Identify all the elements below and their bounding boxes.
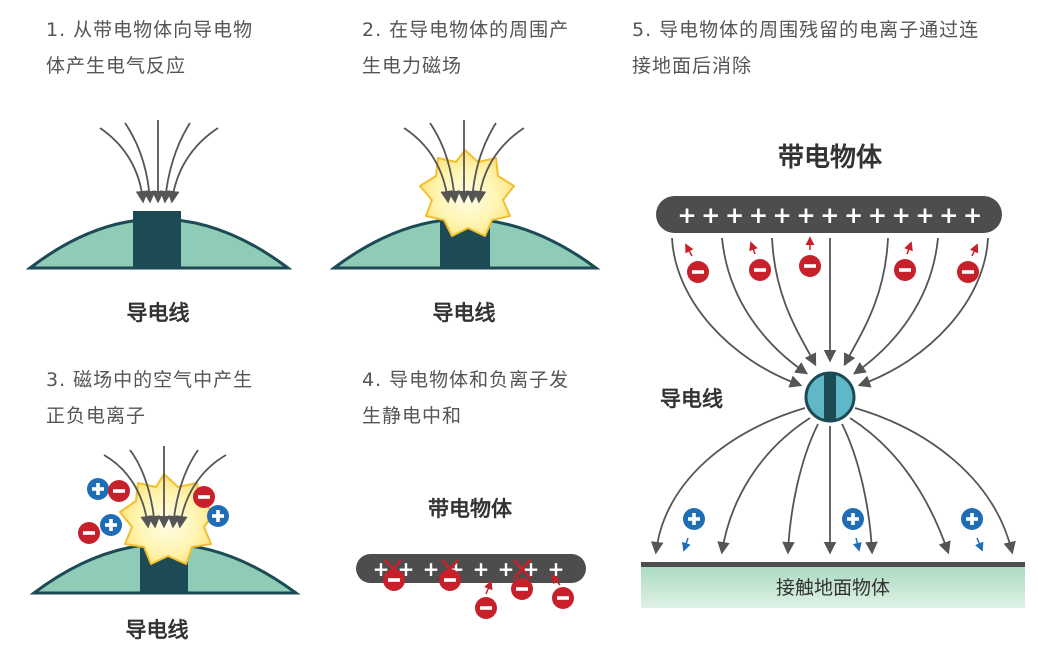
panel5-positive-ion-arrows	[682, 537, 984, 552]
plus-charge: +	[844, 203, 863, 229]
plus-charge: +	[701, 203, 720, 229]
step3-title-line1: 3. 磁场中的空气中产生	[46, 369, 254, 391]
step5-title-line1: 5. 导电物体的周围残留的电离子通过连	[632, 19, 980, 41]
minus-ion	[957, 261, 979, 283]
plus-charge: +	[749, 203, 768, 229]
minus-ion	[108, 480, 130, 502]
plus-ion	[100, 514, 122, 536]
plus-charge: +	[963, 203, 982, 229]
minus-ion	[475, 597, 497, 619]
plus-ion	[207, 505, 229, 527]
step2-title-line1: 2. 在导电物体的周围产	[362, 19, 570, 41]
step4-title: 4. 导电物体和负离子发 生静电中和	[362, 362, 569, 434]
panel1-conductor-label: 导电线	[127, 301, 190, 325]
plus-charge: +	[773, 203, 792, 229]
panel5-ground-edge	[641, 562, 1025, 567]
plus-charge: +	[939, 203, 958, 229]
minus-ion	[193, 486, 215, 508]
panel4-ion-arrows	[484, 574, 561, 595]
plus-charge: +	[548, 557, 565, 581]
panel5-upper-field-lines	[671, 237, 989, 388]
plus-ion	[961, 508, 983, 530]
minus-ion	[383, 569, 405, 591]
step5-title-line2: 接地面后消除	[632, 55, 753, 77]
plus-charge: +	[796, 203, 815, 229]
plus-ion	[842, 508, 864, 530]
plus-charge: +	[725, 203, 744, 229]
plus-charge: +	[820, 203, 839, 229]
panel5-negative-ion-arrows	[685, 236, 979, 257]
minus-ion	[78, 522, 100, 544]
panel2-field-arrows	[403, 120, 525, 204]
panel5-plus-charges: +++++++++++++	[677, 203, 982, 229]
step2-title: 2. 在导电物体的周围产 生电力磁场	[362, 12, 569, 84]
step3-title: 3. 磁场中的空气中产生 正负电离子	[46, 362, 253, 434]
step1-title: 1. 从带电物体向导电物 体产生电气反应	[46, 12, 253, 84]
plus-charge: +	[523, 557, 540, 581]
minus-ion	[749, 259, 771, 281]
plus-charge: +	[423, 557, 440, 581]
minus-ion	[511, 578, 533, 600]
plus-charge: +	[915, 203, 934, 229]
panel1-conductor	[25, 211, 293, 270]
panel5-ground-label: 接触地面物体	[776, 577, 890, 599]
minus-ion	[799, 255, 821, 277]
minus-ion	[552, 587, 574, 609]
step1-title-line2: 体产生电气反应	[46, 55, 187, 77]
panel3-conductor-label: 导电线	[126, 618, 189, 642]
panel2-conductor-label: 导电线	[433, 301, 496, 325]
minus-ion	[439, 569, 461, 591]
plus-charge: +	[677, 203, 696, 229]
plus-ion	[683, 508, 705, 530]
step4-title-line2: 生静电中和	[362, 405, 463, 427]
panel5-lower-field-lines	[651, 407, 1016, 555]
panel1-field-arrows	[99, 120, 219, 204]
panel4-charged-object-label: 带电物体	[428, 497, 513, 521]
minus-ion	[687, 261, 709, 283]
step3-title-line2: 正负电离子	[46, 405, 147, 427]
plus-charge: +	[498, 557, 515, 581]
plus-charge: +	[473, 557, 490, 581]
panel5-charged-object-label: 带电物体	[778, 143, 883, 173]
panel5-conductor-label: 导电线	[660, 387, 723, 411]
plus-charge: +	[868, 203, 887, 229]
step1-title-line1: 1. 从带电物体向导电物	[46, 19, 254, 41]
plus-ion	[87, 478, 109, 500]
step4-title-line1: 4. 导电物体和负离子发	[362, 369, 570, 391]
step5-title: 5. 导电物体的周围残留的电离子通过连 接地面后消除	[632, 12, 979, 84]
plus-charge: +	[892, 203, 911, 229]
panel3-field-arrows	[103, 446, 227, 529]
panel5-conductor-crosssection	[804, 371, 856, 423]
minus-ion	[894, 259, 916, 281]
step2-title-line2: 生电力磁场	[362, 55, 463, 77]
panel5-charged-bar	[656, 196, 1002, 233]
panel5-ground	[641, 564, 1025, 608]
